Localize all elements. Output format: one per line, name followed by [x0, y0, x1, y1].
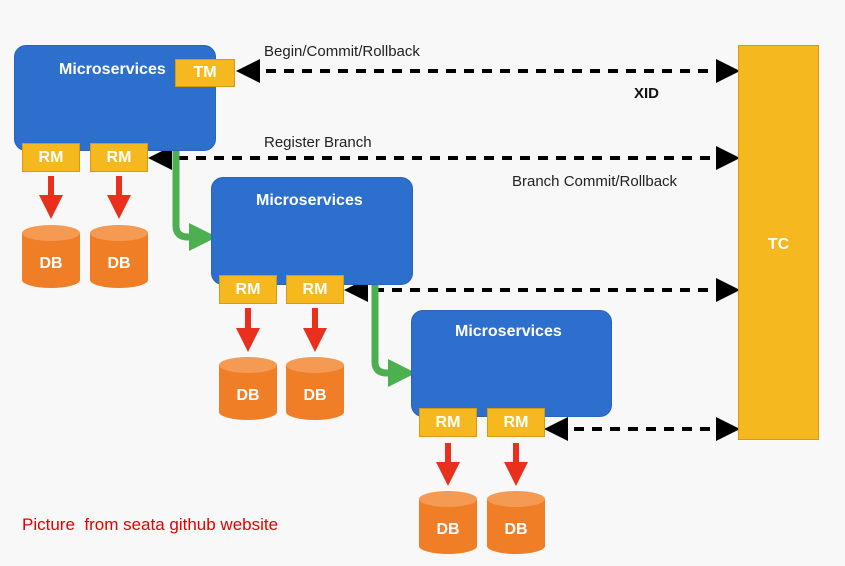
begin-commit-rollback-label: Begin/Commit/Rollback — [264, 43, 420, 60]
source-caption: Picture from seata github website — [22, 515, 279, 534]
branch-commit-rollback-label: Branch Commit/Rollback — [512, 173, 678, 190]
database-1b: DB — [90, 225, 148, 288]
db-label: DB — [39, 255, 62, 272]
rm-box: RM — [286, 275, 344, 304]
service-call-arrow-2 — [371, 275, 416, 387]
service-call-arrow-1 — [172, 143, 217, 251]
rm-box: RM — [90, 143, 148, 172]
microservice-3: Microservices — [411, 310, 612, 417]
rm-label: RM — [302, 280, 328, 298]
database-1a: DB — [22, 225, 80, 288]
rm-label: RM — [38, 148, 64, 166]
tm-label: TM — [193, 64, 217, 81]
tm-box: TM — [175, 59, 235, 87]
microservice-title: Microservices — [455, 323, 562, 340]
db-label: DB — [107, 255, 130, 272]
microservice-2: Microservices — [211, 177, 413, 285]
rm-label: RM — [235, 280, 261, 298]
tc-label: TC — [767, 236, 790, 253]
rm-label: RM — [106, 148, 132, 166]
xid-label: XID — [634, 85, 660, 102]
rm-label: RM — [503, 413, 529, 431]
rm-label: RM — [435, 413, 461, 431]
db-label: DB — [504, 521, 527, 538]
rm-box: RM — [419, 408, 477, 437]
rm-box: RM — [22, 143, 80, 172]
db-label: DB — [436, 521, 459, 538]
db-label: DB — [236, 387, 259, 404]
db-label: DB — [303, 387, 326, 404]
rm-box: RM — [487, 408, 545, 437]
database-2a: DB — [219, 357, 277, 420]
database-3b: DB — [487, 491, 545, 554]
rm-box: RM — [219, 275, 277, 304]
register-branch-label: Register Branch — [264, 134, 372, 151]
microservice-title: Microservices — [256, 192, 363, 209]
database-2b: DB — [286, 357, 344, 420]
microservice-title: Microservices — [59, 61, 166, 78]
tc-box: TC — [738, 45, 819, 440]
database-3a: DB — [419, 491, 477, 554]
